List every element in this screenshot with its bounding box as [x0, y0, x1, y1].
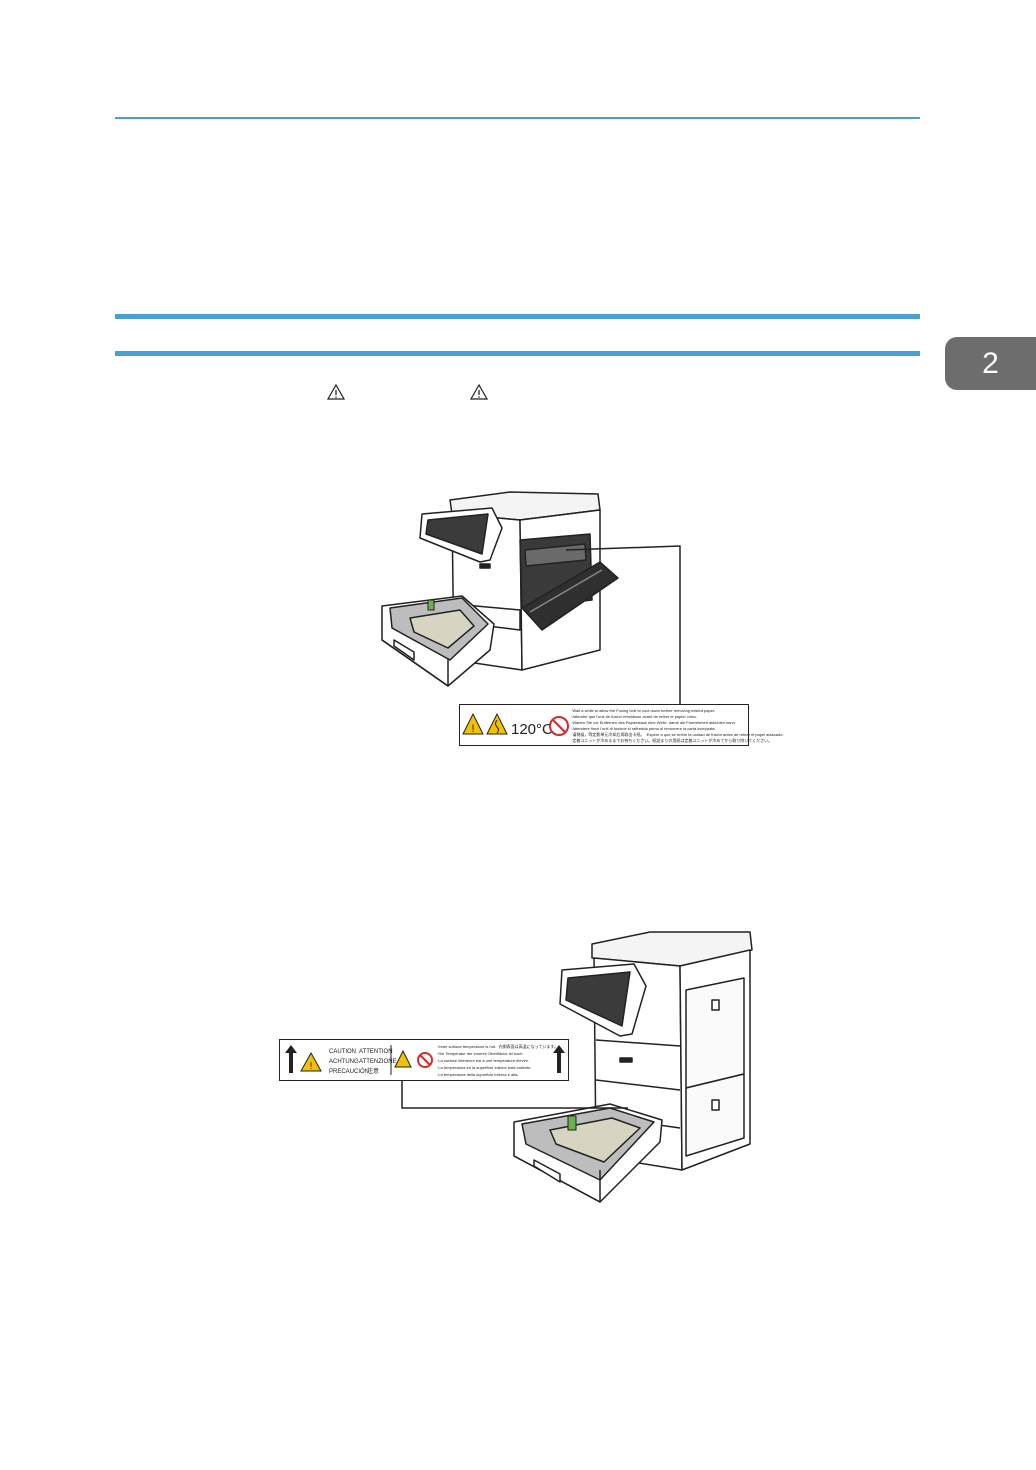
section-rule-bottom	[115, 351, 920, 356]
warning-word: CAUTION	[329, 1049, 356, 1055]
printer-illustration-tray	[401, 931, 753, 1203]
warning-word: ATTENZIONE	[359, 1059, 397, 1065]
fusing-unit-caution-label: ! 120°C ·Wait a while to allow the Fusin…	[459, 704, 784, 746]
label-line: ·Die Temperatur der inneren Oberfläche i…	[437, 1051, 524, 1056]
warning-icon	[470, 384, 488, 400]
label-line: ·La surface intérieure est à une tempéra…	[437, 1058, 529, 1063]
label-line: ·Warten Sie vor Entfernen des Papierstau…	[571, 720, 736, 725]
label-line: ·Inner surface temperature is hot. ·内側表面…	[437, 1043, 558, 1049]
chapter-tab: 2	[945, 337, 1036, 390]
warning-word: 注意	[367, 1067, 379, 1075]
warning-word: ACHTUNG	[329, 1059, 359, 1065]
label-line: ·Wait a while to allow the Fusing Unit t…	[571, 708, 715, 713]
chapter-number: 2	[982, 346, 999, 380]
warning-icon	[327, 384, 345, 400]
section-rule-top	[115, 314, 920, 319]
label-line: ·La temperatura en la superficie interio…	[437, 1065, 532, 1070]
label-line: ·定着ユニットが冷めるまでお待ちください。紙詰まりの用紙は定着ユニットが冷めてか…	[571, 737, 772, 743]
temperature-text: 120°C	[511, 721, 553, 738]
warning-word: PRECAUCIÓN	[329, 1068, 369, 1075]
svg-text:!: !	[471, 723, 474, 735]
label-line: ·请稍候，等定影单元冷却后再取出卡纸。 ·Espere a que se enf…	[571, 731, 784, 737]
svg-text:!: !	[310, 1061, 313, 1072]
label-line: ·Attendre que l'unit de fusion refroidis…	[571, 714, 697, 719]
tray-caution-label: ! CAUTION ATTENTION ACHTUNG ATTENZIONE P…	[279, 1039, 569, 1081]
printer-illustration-fusing	[381, 491, 681, 704]
label-line: ·La temperatura della superficie interna…	[437, 1072, 519, 1077]
warning-word: ATTENTION	[359, 1049, 393, 1055]
header-rule	[115, 117, 920, 119]
label-line: ·Attendere finch l'unit di fusione si ra…	[571, 726, 716, 731]
